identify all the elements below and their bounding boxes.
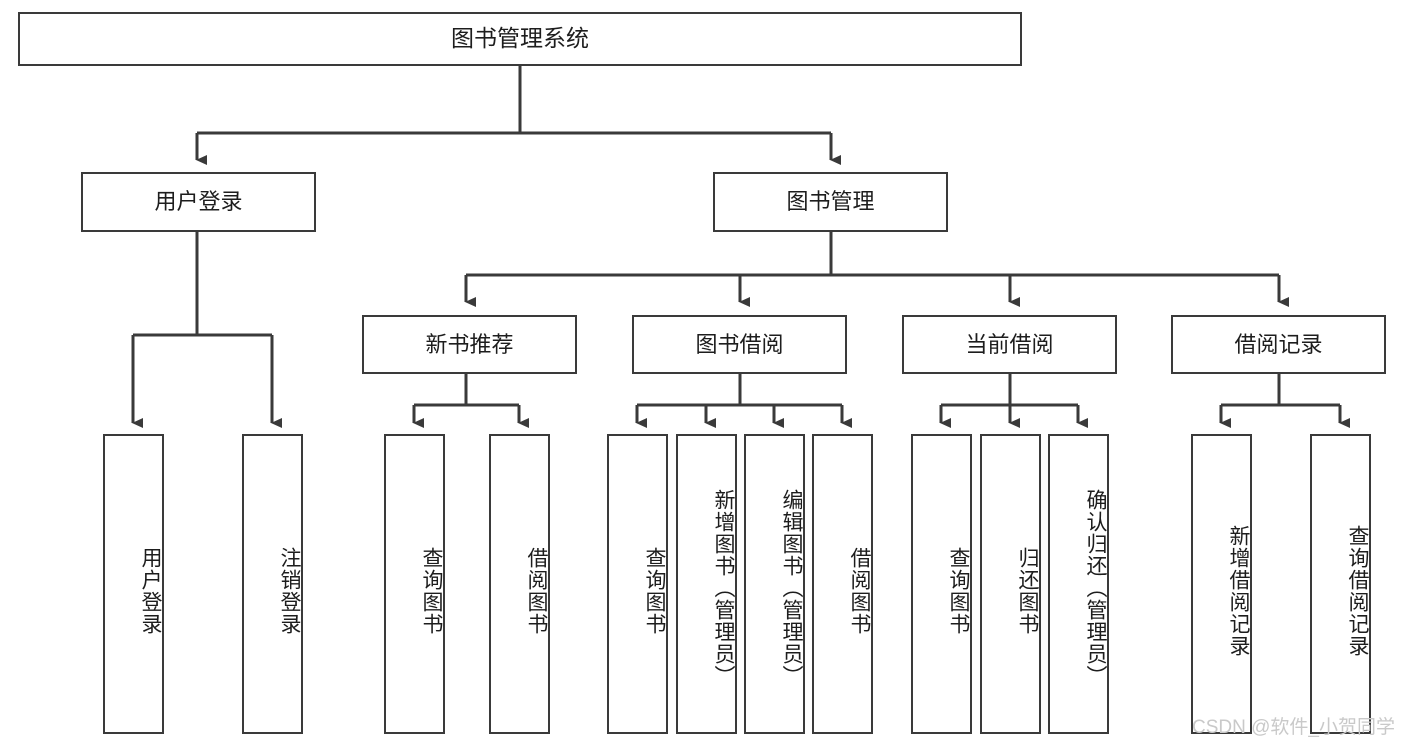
node-label: 用户登录	[139, 547, 162, 635]
leaf-query-borrow-record[interactable]: 查询借阅记录	[1310, 434, 1371, 734]
leaf-confirm-return-admin[interactable]: 确认归还（管理员）	[1048, 434, 1109, 734]
node-book-borrow[interactable]: 图书借阅	[632, 315, 847, 374]
node-current-borrow[interactable]: 当前借阅	[902, 315, 1117, 374]
leaf-user-login[interactable]: 用户登录	[103, 434, 164, 734]
node-user-login[interactable]: 用户登录	[81, 172, 316, 232]
node-label: 新增借阅记录	[1227, 525, 1250, 657]
node-label: 查询图书	[643, 547, 666, 635]
leaf-query-book-borrow[interactable]: 查询图书	[607, 434, 668, 734]
node-borrow-records[interactable]: 借阅记录	[1171, 315, 1386, 374]
node-label: 图书管理	[786, 189, 875, 215]
node-label: 归还图书	[1016, 547, 1039, 635]
leaf-borrow-book-borrow[interactable]: 借阅图书	[812, 434, 873, 734]
node-label: 借阅图书	[525, 547, 548, 635]
node-label: 图书管理系统	[451, 25, 589, 52]
node-book-management[interactable]: 图书管理	[713, 172, 948, 232]
node-label: 查询图书	[947, 547, 970, 635]
node-label: 查询借阅记录	[1346, 525, 1369, 657]
node-label: 借阅记录	[1234, 331, 1323, 357]
node-new-book-recommend[interactable]: 新书推荐	[362, 315, 577, 374]
leaf-logout[interactable]: 注销登录	[242, 434, 303, 734]
leaf-edit-book-admin[interactable]: 编辑图书（管理员）	[744, 434, 805, 734]
leaf-query-book-newbook[interactable]: 查询图书	[384, 434, 445, 734]
leaf-borrow-book-newbook[interactable]: 借阅图书	[489, 434, 550, 734]
node-label: 借阅图书	[848, 547, 871, 635]
leaf-query-book-current[interactable]: 查询图书	[911, 434, 972, 734]
node-label: 当前借阅	[965, 331, 1054, 357]
node-label: 确认归还（管理员）	[1084, 489, 1107, 687]
node-label: 新增图书（管理员）	[712, 489, 735, 687]
node-label: 图书借阅	[695, 331, 784, 357]
leaf-return-book[interactable]: 归还图书	[980, 434, 1041, 734]
leaf-add-borrow-record[interactable]: 新增借阅记录	[1191, 434, 1252, 734]
leaf-add-book-admin[interactable]: 新增图书（管理员）	[676, 434, 737, 734]
node-label: 编辑图书（管理员）	[780, 489, 803, 687]
node-label: 查询图书	[420, 547, 443, 635]
node-label: 新书推荐	[425, 331, 514, 357]
node-label: 注销登录	[278, 547, 301, 635]
watermark: CSDN @软件_小贺同学	[1192, 717, 1395, 738]
node-label: 用户登录	[154, 189, 243, 215]
node-root[interactable]: 图书管理系统	[18, 12, 1022, 66]
